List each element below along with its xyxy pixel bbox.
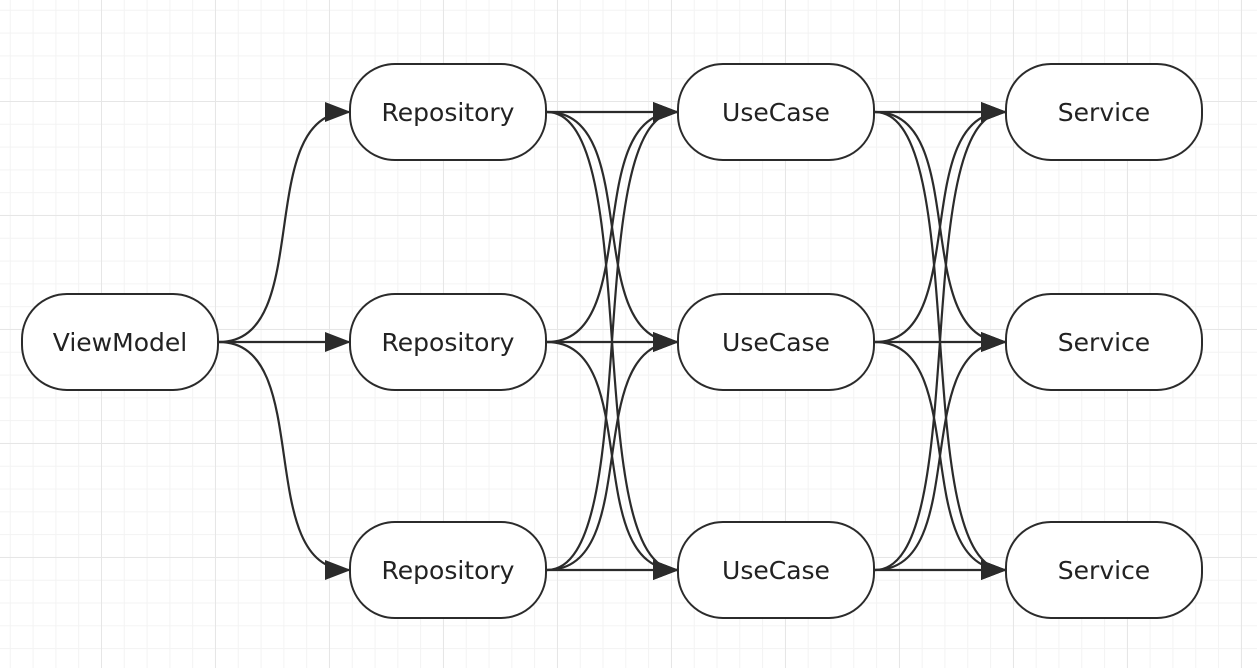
usecase-node-1[interactable]: UseCase bbox=[677, 63, 875, 161]
viewmodel-label: ViewModel bbox=[52, 327, 188, 357]
service-node-3[interactable]: Service bbox=[1005, 521, 1203, 619]
usecase-label-2: UseCase bbox=[722, 327, 830, 357]
edge-usecase-1-to-service-0 bbox=[874, 102, 1007, 344]
service-node-2[interactable]: Service bbox=[1005, 293, 1203, 391]
edge-usecase-2-to-service-0 bbox=[874, 102, 1007, 572]
edge-repository-1-to-usecase-0 bbox=[546, 102, 679, 344]
usecase-node-3[interactable]: UseCase bbox=[677, 521, 875, 619]
usecase-node-2[interactable]: UseCase bbox=[677, 293, 875, 391]
viewmodel-node[interactable]: ViewModel bbox=[21, 293, 219, 391]
service-label-3: Service bbox=[1057, 555, 1151, 585]
edge-repository-2-to-usecase-1 bbox=[546, 332, 679, 572]
repository-node-1[interactable]: Repository bbox=[349, 63, 547, 161]
usecase-label-1: UseCase bbox=[722, 97, 830, 127]
edge-viewmodel-to-repository-2 bbox=[218, 340, 351, 580]
repository-node-2[interactable]: Repository bbox=[349, 293, 547, 391]
repository-label-1: Repository bbox=[381, 97, 515, 127]
repository-label-2: Repository bbox=[381, 327, 515, 357]
repository-node-3[interactable]: Repository bbox=[349, 521, 547, 619]
edge-viewmodel-to-repository-0 bbox=[218, 102, 351, 344]
repository-label-3: Repository bbox=[381, 555, 515, 585]
service-label-1: Service bbox=[1057, 97, 1151, 127]
edge-repository-2-to-usecase-0 bbox=[546, 102, 679, 572]
service-label-2: Service bbox=[1057, 327, 1151, 357]
usecase-label-3: UseCase bbox=[722, 555, 830, 585]
service-node-1[interactable]: Service bbox=[1005, 63, 1203, 161]
edge-usecase-2-to-service-1 bbox=[874, 332, 1007, 572]
